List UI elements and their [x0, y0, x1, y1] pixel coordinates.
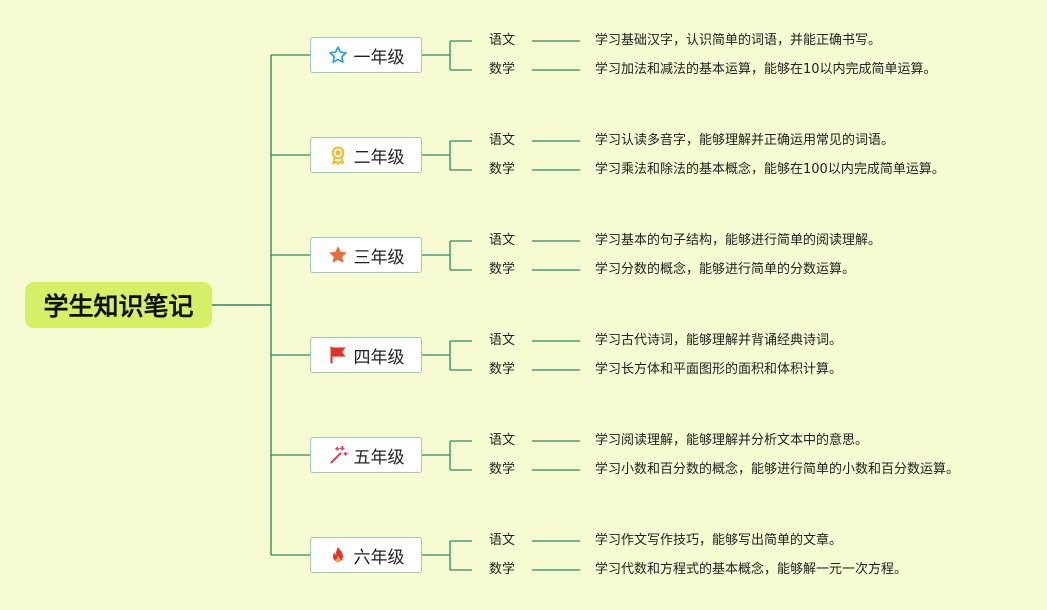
subject-description[interactable]: 学习代数和方程式的基本概念，能够解一元一次方程。: [595, 562, 908, 577]
subject-description[interactable]: 学习基本的句子结构，能够进行简单的阅读理解。: [595, 233, 882, 248]
root-topic[interactable]: 学生知识笔记: [25, 282, 212, 328]
subject-description[interactable]: 学习古代诗词，能够理解并背诵经典诗词。: [595, 333, 843, 348]
subject-label[interactable]: 数学: [488, 362, 515, 377]
subject-description[interactable]: 学习加法和减法的基本运算，能够在10以内完成简单运算。: [595, 62, 937, 77]
medal-icon: [328, 145, 348, 165]
grade-label: 六年级: [353, 547, 405, 568]
subject-label[interactable]: 数学: [488, 162, 515, 177]
fire-icon: [328, 545, 348, 565]
grade-node[interactable]: 三年级: [310, 237, 422, 273]
star-filled-icon: [328, 245, 348, 265]
subject-description[interactable]: 学习认读多音字，能够理解并正确运用常见的词语。: [595, 133, 895, 148]
grade-node[interactable]: 六年级: [310, 537, 422, 573]
subject-description[interactable]: 学习分数的概念，能够进行简单的分数运算。: [595, 262, 856, 277]
subject-description[interactable]: 学习长方体和平面图形的面积和体积计算。: [595, 362, 843, 377]
subject-label[interactable]: 语文: [488, 533, 515, 548]
subject-description[interactable]: 学习阅读理解，能够理解并分析文本中的意思。: [595, 433, 869, 448]
grade-node[interactable]: 一年级: [310, 37, 422, 73]
subject-description[interactable]: 学习小数和百分数的概念，能够进行简单的小数和百分数运算。: [595, 462, 960, 477]
grade-label: 三年级: [353, 247, 405, 268]
subject-label[interactable]: 语文: [488, 133, 515, 148]
subject-label[interactable]: 数学: [488, 562, 515, 577]
star-outline-icon: [328, 45, 348, 65]
subject-description[interactable]: 学习作文写作技巧，能够写出简单的文章。: [595, 533, 843, 548]
subject-label[interactable]: 数学: [488, 462, 515, 477]
flag-icon: [328, 345, 348, 365]
magic-wand-icon: [328, 445, 348, 465]
subject-label[interactable]: 数学: [488, 262, 515, 277]
grade-node[interactable]: 二年级: [310, 137, 422, 173]
subject-label[interactable]: 语文: [488, 233, 515, 248]
subject-description[interactable]: 学习基础汉字，认识简单的词语，并能正确书写。: [595, 33, 882, 48]
grade-label: 五年级: [353, 447, 405, 468]
root-title: 学生知识笔记: [43, 292, 194, 321]
subject-label[interactable]: 语文: [488, 433, 515, 448]
grade-label: 四年级: [353, 347, 405, 368]
grade-node[interactable]: 五年级: [310, 437, 422, 473]
subject-label[interactable]: 语文: [488, 33, 515, 48]
subject-description[interactable]: 学习乘法和除法的基本概念，能够在100以内完成简单运算。: [595, 162, 945, 177]
subject-label[interactable]: 数学: [488, 62, 515, 77]
grade-label: 二年级: [353, 147, 405, 168]
subject-label[interactable]: 语文: [488, 333, 515, 348]
grade-node[interactable]: 四年级: [310, 337, 422, 373]
grade-label: 一年级: [353, 47, 405, 68]
